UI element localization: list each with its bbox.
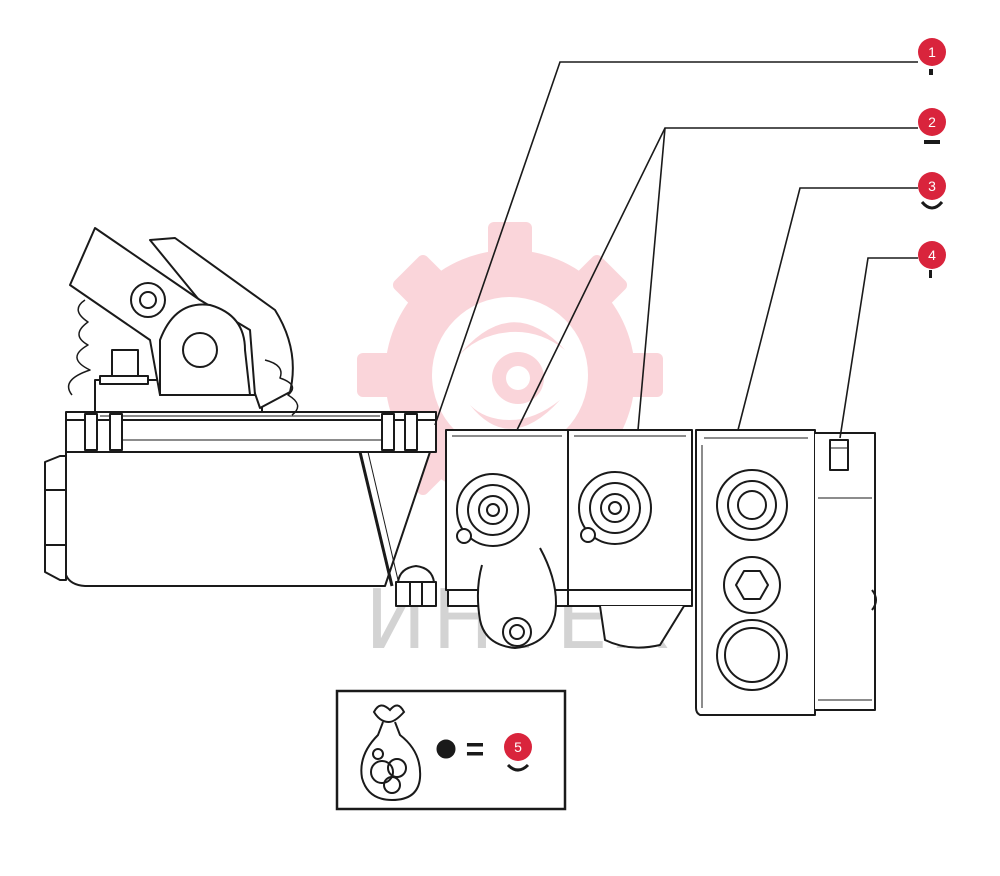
leader-line-1: [434, 61, 918, 426]
callout-4[interactable]: 4: [918, 241, 946, 278]
callout-marker: [504, 733, 532, 761]
callout-tick: [920, 200, 944, 210]
callout-1[interactable]: 1: [918, 38, 946, 75]
callout-marker: [918, 241, 946, 269]
leader-line-2: [516, 127, 918, 431]
callout-number: 2: [928, 114, 936, 130]
ball-part-icon: [436, 739, 456, 759]
end-plate: [695, 429, 816, 716]
callout-5[interactable]: 5: [504, 733, 532, 772]
repair-kit-box: = 5: [335, 689, 567, 811]
valve-assembly-drawing: [44, 227, 877, 716]
valve-section-a: [445, 429, 569, 649]
callout-3[interactable]: 3: [918, 172, 946, 210]
leader-line-4: [839, 257, 918, 439]
callout-tick: [929, 69, 933, 75]
leader-line-2b: [637, 127, 666, 431]
end-nut: [44, 455, 67, 581]
outer-housing: [815, 432, 877, 711]
callout-tick: [924, 140, 940, 144]
equals-sign: =: [466, 731, 485, 767]
leader-lines: [434, 61, 918, 439]
callout-2[interactable]: 2: [918, 108, 946, 144]
small-bolt: [829, 439, 849, 471]
callout-marker: [918, 38, 946, 66]
cylinder-body: [65, 449, 431, 587]
callout-number: 1: [928, 44, 936, 60]
top-rail: [65, 411, 437, 453]
callout-tick: [506, 763, 530, 772]
rubber-boot: [67, 299, 91, 396]
valve-section-b: [567, 429, 693, 649]
acorn-nut: [395, 565, 437, 607]
callout-marker: [918, 108, 946, 136]
parts-bag-icon: [360, 704, 422, 802]
callout-tick: [929, 270, 932, 278]
callout-number: 4: [928, 247, 936, 263]
leader-line-3: [737, 187, 918, 431]
callout-number: 3: [928, 178, 936, 194]
callout-marker: [918, 172, 946, 200]
callout-number: 5: [514, 739, 522, 755]
